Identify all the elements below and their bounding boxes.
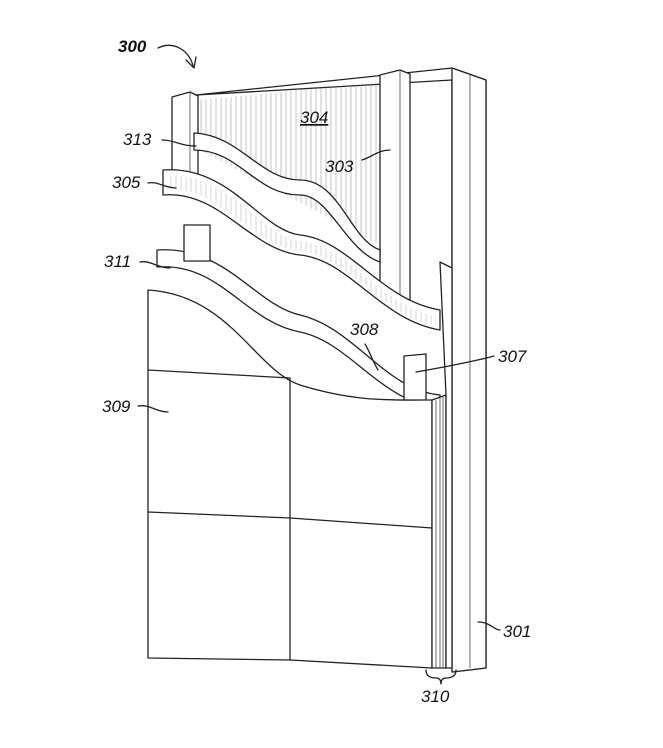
label-305: 305 bbox=[112, 173, 141, 192]
stud-right bbox=[379, 69, 411, 301]
figure-number: 300 bbox=[118, 37, 147, 56]
label-308: 308 bbox=[350, 320, 379, 339]
label-304: 304 bbox=[300, 108, 328, 127]
label-309: 309 bbox=[102, 397, 131, 416]
title-arrow bbox=[157, 44, 194, 67]
block-upper bbox=[183, 224, 211, 262]
leaders bbox=[137, 139, 501, 631]
label-303: 303 bbox=[325, 157, 354, 176]
brace-310 bbox=[425, 669, 457, 685]
edge-stack-310 bbox=[431, 261, 453, 669]
label-313: 313 bbox=[123, 130, 152, 149]
label-307: 307 bbox=[498, 347, 527, 366]
label-301: 301 bbox=[503, 622, 531, 641]
title-arrowhead bbox=[185, 56, 197, 69]
block-lower bbox=[403, 353, 427, 405]
label-310: 310 bbox=[421, 687, 450, 706]
layer-305 bbox=[162, 169, 441, 331]
tile-face-309 bbox=[147, 289, 433, 669]
label-311: 311 bbox=[104, 252, 131, 271]
layer-313 bbox=[193, 132, 381, 263]
